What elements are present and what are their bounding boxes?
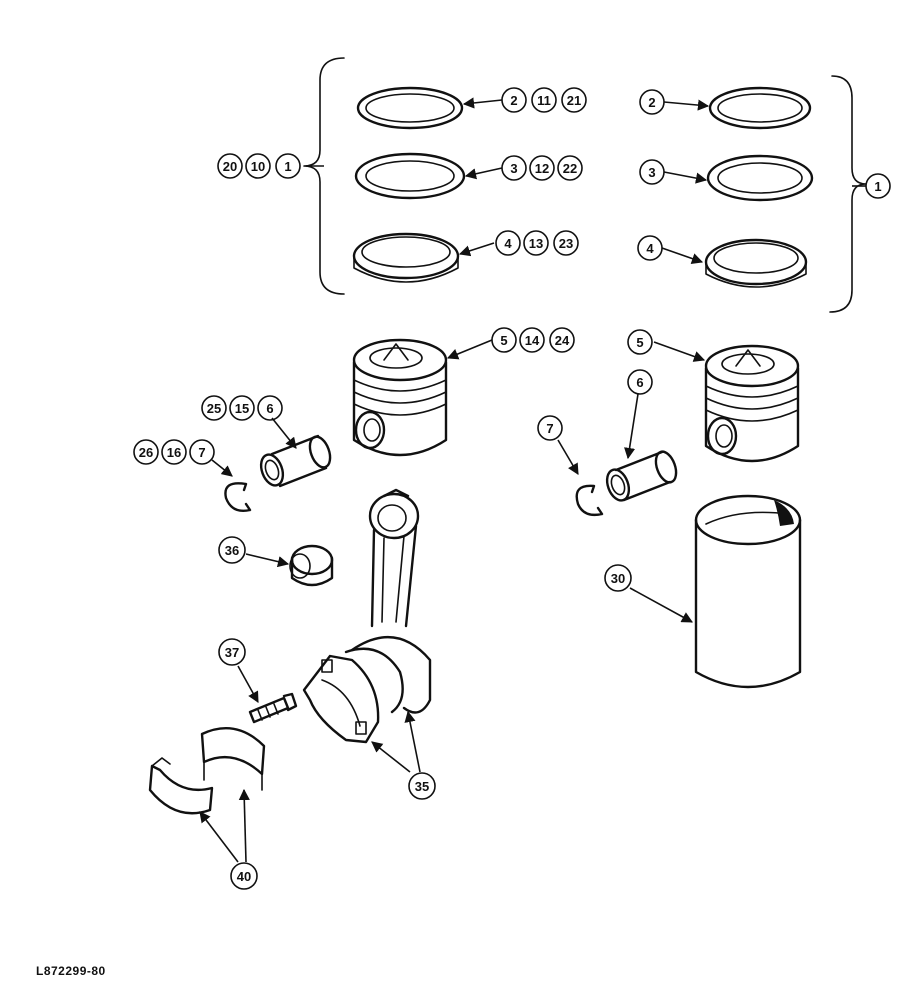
snap-ring-right (575, 484, 604, 517)
svg-text:35: 35 (415, 779, 429, 794)
svg-text:12: 12 (535, 161, 549, 176)
svg-text:25: 25 (207, 401, 221, 416)
svg-text:10: 10 (251, 159, 265, 174)
piston-ring-oil-left (352, 232, 460, 283)
svg-text:14: 14 (525, 333, 540, 348)
callout-2-left: 2 (501, 87, 527, 113)
svg-text:4: 4 (504, 236, 512, 251)
callout-11: 11 (531, 87, 557, 113)
figure-id-label: L872299-80 (36, 964, 106, 978)
svg-text:26: 26 (139, 445, 153, 460)
left-brace (303, 57, 345, 295)
piston-right (704, 344, 800, 463)
svg-text:16: 16 (167, 445, 181, 460)
callout-2-right: 2 (639, 89, 665, 115)
callout-25: 25 (201, 395, 227, 421)
svg-text:30: 30 (611, 571, 625, 586)
svg-text:3: 3 (648, 165, 655, 180)
callout-20: 20 (217, 153, 243, 179)
piston-ring-oil-right (704, 238, 808, 288)
svg-text:6: 6 (636, 375, 643, 390)
svg-text:37: 37 (225, 645, 239, 660)
svg-text:7: 7 (546, 421, 553, 436)
svg-text:2: 2 (510, 93, 517, 108)
callout-7-right: 7 (537, 415, 563, 441)
callout-36: 36 (218, 536, 246, 564)
callout-37: 37 (218, 638, 246, 666)
cylinder-liner (694, 494, 802, 689)
piston-ring-middle-left (354, 152, 466, 200)
svg-text:3: 3 (510, 161, 517, 176)
callout-22: 22 (557, 155, 583, 181)
callout-14: 14 (519, 327, 545, 353)
callout-12: 12 (529, 155, 555, 181)
callout-15: 15 (229, 395, 255, 421)
callout-3-left: 3 (501, 155, 527, 181)
right-brace (829, 75, 867, 313)
callout-4-right: 4 (637, 235, 663, 261)
callout-26: 26 (133, 439, 159, 465)
svg-text:1: 1 (284, 159, 291, 174)
svg-text:40: 40 (237, 869, 251, 884)
svg-text:20: 20 (223, 159, 237, 174)
svg-text:4: 4 (646, 241, 654, 256)
callout-24: 24 (549, 327, 575, 353)
svg-text:21: 21 (567, 93, 581, 108)
callout-4-left: 4 (495, 230, 521, 256)
piston-left (352, 338, 448, 457)
svg-text:23: 23 (559, 236, 573, 251)
svg-text:11: 11 (537, 93, 551, 108)
callout-21: 21 (561, 87, 587, 113)
svg-text:36: 36 (225, 543, 239, 558)
svg-text:5: 5 (500, 333, 507, 348)
piston-ring-middle-right (706, 154, 814, 202)
callout-30: 30 (604, 564, 632, 592)
piston-pin-left (259, 434, 332, 488)
svg-text:22: 22 (563, 161, 577, 176)
bearing-shell-lower (148, 757, 214, 815)
bearing-shell-upper (200, 727, 266, 791)
callout-35: 35 (408, 772, 436, 800)
rod-bolt (248, 692, 298, 724)
callout-6-left: 6 (257, 395, 283, 421)
callout-5-right: 5 (627, 329, 653, 355)
piston-pin-right (605, 450, 678, 502)
svg-text:13: 13 (529, 236, 543, 251)
leader-lines (199, 97, 866, 863)
piston-ring-top-left (356, 86, 464, 130)
callout-40: 40 (230, 862, 258, 890)
callout-3-right: 3 (639, 159, 665, 185)
connecting-rod (344, 488, 432, 714)
callout-1-left: 1 (275, 153, 301, 179)
svg-text:5: 5 (636, 335, 643, 350)
svg-text:24: 24 (555, 333, 570, 348)
callout-13: 13 (523, 230, 549, 256)
svg-text:2: 2 (648, 95, 655, 110)
svg-text:7: 7 (198, 445, 205, 460)
connecting-rod-cap (302, 654, 380, 744)
svg-text:6: 6 (266, 401, 273, 416)
svg-text:15: 15 (235, 401, 249, 416)
svg-text:1: 1 (874, 179, 881, 194)
callout-5-left: 5 (491, 327, 517, 353)
callout-16: 16 (161, 439, 187, 465)
callout-23: 23 (553, 230, 579, 256)
rod-bushing (289, 544, 334, 587)
piston-ring-top-right (708, 86, 812, 130)
callout-10: 10 (245, 153, 271, 179)
callout-7-left: 7 (189, 439, 215, 465)
callout-6-right: 6 (627, 369, 653, 395)
callout-1-right: 1 (865, 173, 891, 199)
snap-ring-left (224, 482, 252, 512)
